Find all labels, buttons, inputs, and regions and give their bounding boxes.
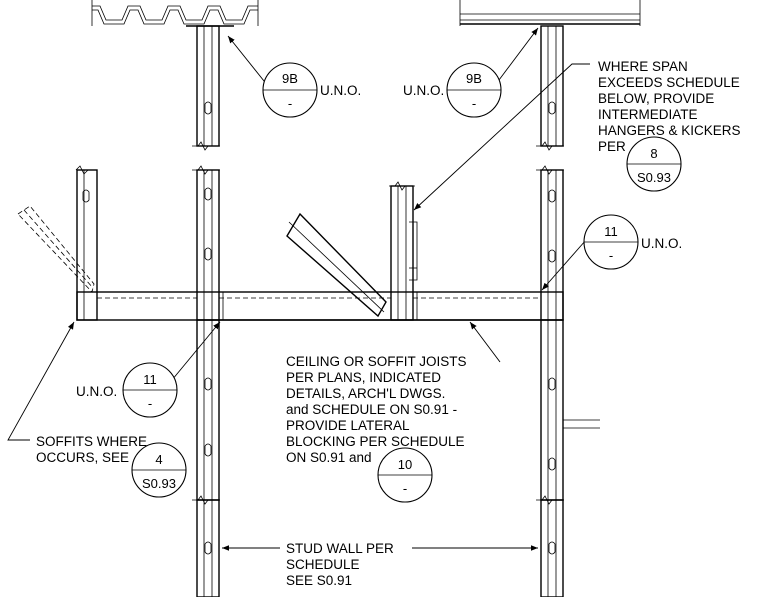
ceiling-joist bbox=[76, 291, 564, 321]
note-line: SOFFITS WHERE bbox=[36, 434, 147, 449]
soffit-stud-left bbox=[76, 169, 98, 321]
uno-label: U.N.O. bbox=[641, 236, 682, 251]
note-line: DETAILS, ARCH'L DWGS. bbox=[286, 386, 445, 401]
tag-top-text: 4 bbox=[155, 452, 162, 467]
tag-8[interactable]: 8 S0.93 bbox=[626, 136, 682, 192]
stud-column-right-upper bbox=[540, 25, 564, 147]
note-line: PER bbox=[598, 139, 626, 154]
note-line: CEILING OR SOFFIT JOISTS bbox=[286, 354, 467, 369]
tag-bottom-text: S0.93 bbox=[637, 170, 671, 185]
note-line: HANGERS & KICKERS bbox=[598, 123, 741, 138]
note-where-span: WHERE SPAN EXCEEDS SCHEDULE BELOW, PROVI… bbox=[598, 59, 741, 154]
tag-bottom-text: - bbox=[288, 96, 292, 111]
stud-column-left-lower bbox=[196, 319, 220, 501]
note-line: ON S0.91 and bbox=[286, 450, 372, 465]
tag-9b-left[interactable]: 9B - U.N.O. bbox=[262, 62, 361, 118]
metal-deck-left bbox=[91, 0, 259, 27]
tag-bottom-text: - bbox=[148, 396, 152, 411]
stud-column-left-middle bbox=[196, 169, 220, 321]
note-line: EXCEEDS SCHEDULE bbox=[598, 75, 740, 90]
uno-label: U.N.O. bbox=[320, 83, 361, 98]
tag-11-right[interactable]: 11 - U.N.O. bbox=[583, 214, 682, 270]
tag-bottom-text: - bbox=[403, 481, 407, 496]
tag-top-text: 11 bbox=[604, 224, 618, 239]
tag-4[interactable]: 4 S0.93 bbox=[131, 442, 187, 498]
tag-top-text: 9B bbox=[282, 71, 298, 86]
stud-column-right-lower bbox=[540, 319, 600, 501]
tag-bottom-text: - bbox=[472, 96, 476, 111]
tag-top-text: 9B bbox=[466, 71, 482, 86]
kicker-center bbox=[286, 212, 387, 318]
tag-bottom-text: S0.93 bbox=[142, 476, 176, 491]
leader-lines bbox=[7, 27, 590, 551]
note-stud-wall: STUD WALL PER SCHEDULE SEE S0.91 bbox=[286, 541, 394, 588]
tag-11-left[interactable]: 11 - U.N.O. bbox=[76, 362, 178, 418]
note-line: STUD WALL PER bbox=[286, 541, 394, 556]
metal-deck-right bbox=[459, 0, 641, 26]
tag-top-text: 8 bbox=[650, 146, 657, 161]
kicker-left-dashed bbox=[17, 205, 95, 293]
note-line: OCCURS, SEE bbox=[36, 450, 129, 465]
note-line: BLOCKING PER SCHEDULE bbox=[286, 434, 465, 449]
tag-top-text: 11 bbox=[143, 372, 157, 387]
note-line: PER PLANS, INDICATED bbox=[286, 370, 441, 385]
stud-wall-lower bbox=[196, 499, 564, 597]
stud-column-right-middle bbox=[540, 169, 564, 321]
note-line: BELOW, PROVIDE bbox=[598, 91, 714, 106]
tag-top-text: 10 bbox=[398, 457, 412, 472]
tag-10[interactable]: 10 - bbox=[377, 447, 433, 503]
note-line: WHERE SPAN bbox=[598, 59, 688, 74]
note-soffits: SOFFITS WHERE OCCURS, SEE bbox=[36, 434, 147, 465]
note-line: SEE S0.91 bbox=[286, 573, 352, 588]
uno-label: U.N.O. bbox=[403, 83, 444, 98]
note-line: PROVIDE LATERAL bbox=[286, 418, 410, 433]
note-ceiling: CEILING OR SOFFIT JOISTS PER PLANS, INDI… bbox=[286, 354, 467, 465]
stud-column-left-upper bbox=[196, 25, 220, 147]
note-line: INTERMEDIATE bbox=[598, 107, 698, 122]
note-line: and SCHEDULE ON S0.91 - bbox=[286, 402, 457, 417]
uno-label: U.N.O. bbox=[76, 384, 117, 399]
tag-bottom-text: - bbox=[609, 248, 613, 263]
tag-9b-right[interactable]: 9B - U.N.O. bbox=[403, 62, 502, 118]
note-line: SCHEDULE bbox=[286, 557, 360, 572]
